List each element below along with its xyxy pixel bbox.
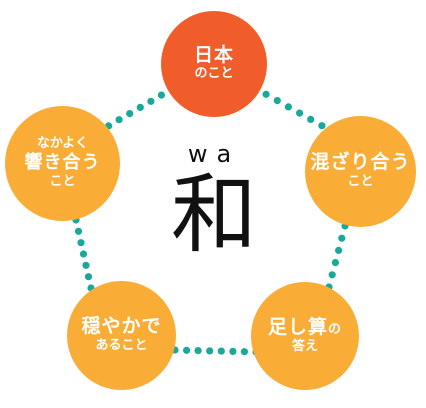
node-addition-title-particle: の	[328, 321, 343, 337]
node-calm-title: 穏やかで	[81, 315, 162, 338]
connector-dot-right-to-bottomright	[328, 271, 336, 279]
connector-dot-bottomleft-to-left	[79, 250, 88, 258]
node-calm: 穏やかで あること	[67, 281, 176, 390]
node-harmony: なかよく 響き合う こと	[5, 106, 120, 221]
node-japan-subtitle: のこと	[194, 66, 234, 82]
connector-dot-top-to-right	[307, 115, 315, 123]
connector-dot-left-to-top	[157, 91, 165, 99]
connector-dot-bottomright-to-bottomleft	[217, 347, 225, 355]
connector-dot-right-to-bottomright	[335, 246, 343, 254]
connector-dot-bottomright-to-bottomleft	[206, 347, 214, 355]
node-blending-subtitle: こと	[347, 173, 374, 189]
center-reading: wa	[187, 140, 241, 168]
connector-dot-right-to-bottomright	[338, 234, 346, 242]
connector-dot-left-to-top	[147, 97, 155, 105]
connector-dot-bottomright-to-bottomleft	[194, 347, 202, 355]
connector-dot-left-to-top	[126, 110, 134, 118]
node-blending-title: 混ざり合う	[310, 151, 411, 174]
connector-dot-right-to-bottomright	[331, 259, 339, 267]
connector-dot-bottomright-to-bottomleft	[229, 347, 237, 355]
connector-dot-top-to-right	[318, 122, 326, 130]
node-japan-title: 日本	[193, 43, 234, 66]
node-calm-subtitle: あること	[95, 337, 148, 353]
connector-dot-bottomleft-to-left	[74, 227, 83, 235]
node-japan: 日本 のこと	[161, 11, 267, 117]
node-harmony-subtitle: こと	[49, 173, 76, 189]
connector-dot-top-to-right	[296, 109, 304, 117]
connector-dot-top-to-right	[262, 90, 270, 98]
node-addition-title-main: 足し算	[267, 315, 328, 338]
node-blending: 混ざり合う こと	[305, 116, 416, 227]
node-addition-title: 足し算の	[267, 315, 343, 339]
connector-dot-top-to-right	[273, 97, 281, 105]
node-harmony-title: 響き合う	[24, 152, 101, 174]
node-addition-answer: 足し算の 答え	[251, 282, 359, 390]
connector-dot-bottomleft-to-left	[77, 239, 85, 247]
center-kanji: 和	[171, 165, 257, 265]
node-harmony-intro: なかよく	[36, 136, 89, 152]
connector-dot-left-to-top	[136, 103, 144, 111]
connector-dot-bottomright-to-bottomleft	[183, 346, 191, 354]
connector-dot-bottomleft-to-left	[84, 273, 93, 281]
connector-dot-bottomright-to-bottomleft	[240, 348, 248, 356]
connector-dot-left-to-top	[115, 116, 123, 124]
node-addition-subtitle: 答え	[291, 338, 318, 354]
connector-dot-top-to-right	[284, 103, 292, 111]
connector-dot-bottomleft-to-left	[82, 261, 90, 269]
